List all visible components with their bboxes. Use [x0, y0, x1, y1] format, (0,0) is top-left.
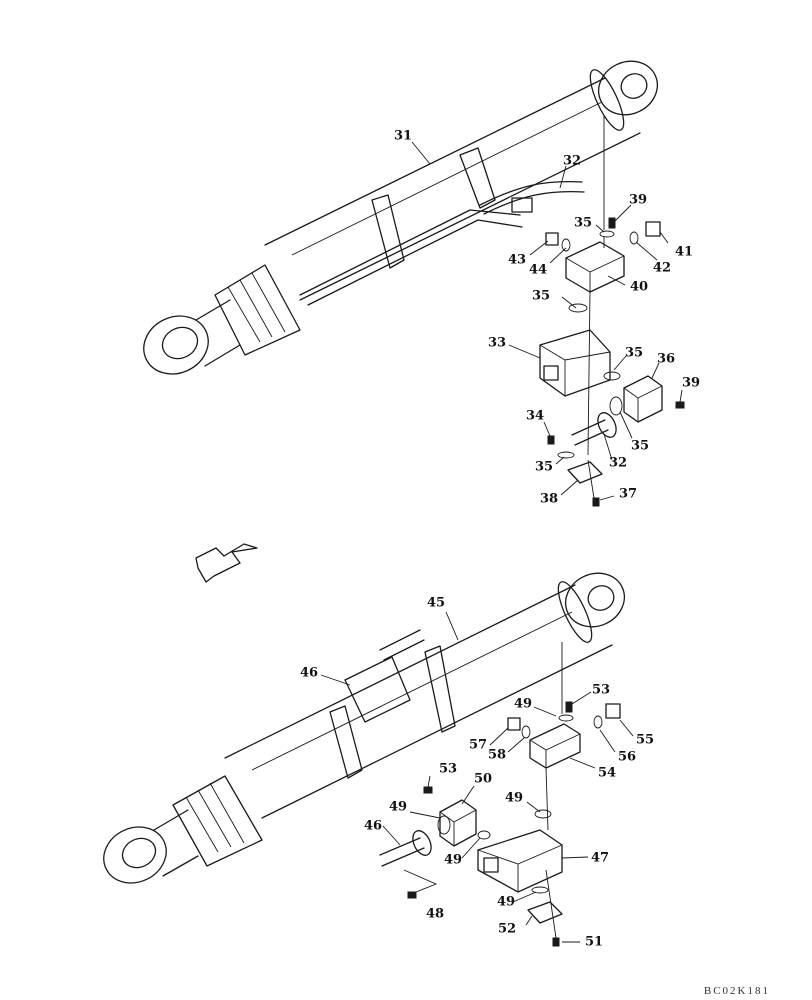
lower-valve-block [529, 723, 581, 769]
upper-cylinder-assembly [143, 60, 685, 507]
callout-49: 49 [514, 697, 532, 712]
callout-35: 35 [574, 216, 592, 231]
callout-39: 39 [682, 376, 700, 391]
lower-plate [527, 901, 563, 924]
lower-leaders [320, 611, 634, 943]
callout-32: 32 [609, 456, 627, 471]
callout-46: 46 [364, 819, 382, 834]
callout-42: 42 [653, 261, 671, 276]
callout-40: 40 [630, 280, 648, 295]
callout-53: 53 [439, 762, 457, 777]
callout-50: 50 [474, 772, 492, 787]
upper-flange-pipe [571, 412, 617, 446]
upper-block [623, 375, 663, 423]
callout-35: 35 [535, 460, 553, 475]
callout-labels: 31 32 39 35 41 43 44 42 40 35 33 35 36 3… [300, 129, 700, 950]
lower-rod-eye [103, 809, 199, 884]
callout-52: 52 [498, 922, 516, 937]
callout-36: 36 [657, 352, 675, 367]
lower-gland [172, 775, 263, 867]
lower-flange-pipe [379, 830, 432, 867]
callout-49: 49 [444, 853, 462, 868]
upper-head-eye [598, 60, 658, 116]
callout-35: 35 [625, 346, 643, 361]
lower-pipe [344, 629, 425, 723]
callout-43: 43 [508, 253, 526, 268]
callout-48: 48 [426, 907, 444, 922]
callout-31: 31 [394, 129, 412, 144]
upper-valve-block [565, 241, 625, 293]
upper-safety-valve [539, 329, 611, 397]
callout-35: 35 [532, 289, 550, 304]
callout-56: 56 [618, 750, 636, 765]
callout-39: 39 [629, 193, 647, 208]
upper-barrel [264, 69, 641, 301]
callout-33: 33 [488, 336, 506, 351]
upper-rod-eye [143, 299, 241, 375]
lower-block [439, 799, 477, 847]
callout-54: 54 [598, 766, 616, 781]
callout-32: 32 [563, 154, 581, 169]
lower-clamps [329, 645, 456, 779]
callout-57: 57 [469, 738, 487, 753]
callout-44: 44 [529, 263, 547, 278]
callout-49: 49 [389, 800, 407, 815]
callout-51: 51 [585, 935, 603, 950]
callout-41: 41 [675, 245, 693, 260]
upper-plate [567, 461, 603, 484]
document-code: BC02K181 [704, 985, 770, 997]
upper-pipe [299, 180, 585, 306]
callout-49: 49 [505, 791, 523, 806]
upper-clamps [371, 147, 533, 269]
callout-47: 47 [591, 851, 609, 866]
callout-53: 53 [592, 683, 610, 698]
callout-45: 45 [427, 596, 445, 611]
callout-38: 38 [540, 492, 558, 507]
lower-safety-valve [477, 829, 563, 893]
upper-leaders [411, 116, 683, 501]
callout-49: 49 [497, 895, 515, 910]
lower-head-eye [565, 572, 625, 628]
upper-fasteners [545, 217, 685, 507]
upper-gland [214, 264, 301, 356]
direction-arrow-icon [195, 543, 258, 583]
callout-46: 46 [300, 666, 318, 681]
lower-barrel [224, 581, 613, 819]
callout-58: 58 [488, 748, 506, 763]
callout-34: 34 [526, 409, 544, 424]
callout-55: 55 [636, 733, 654, 748]
lower-cylinder-assembly [103, 572, 634, 947]
callout-35: 35 [631, 439, 649, 454]
callout-37: 37 [619, 487, 637, 502]
